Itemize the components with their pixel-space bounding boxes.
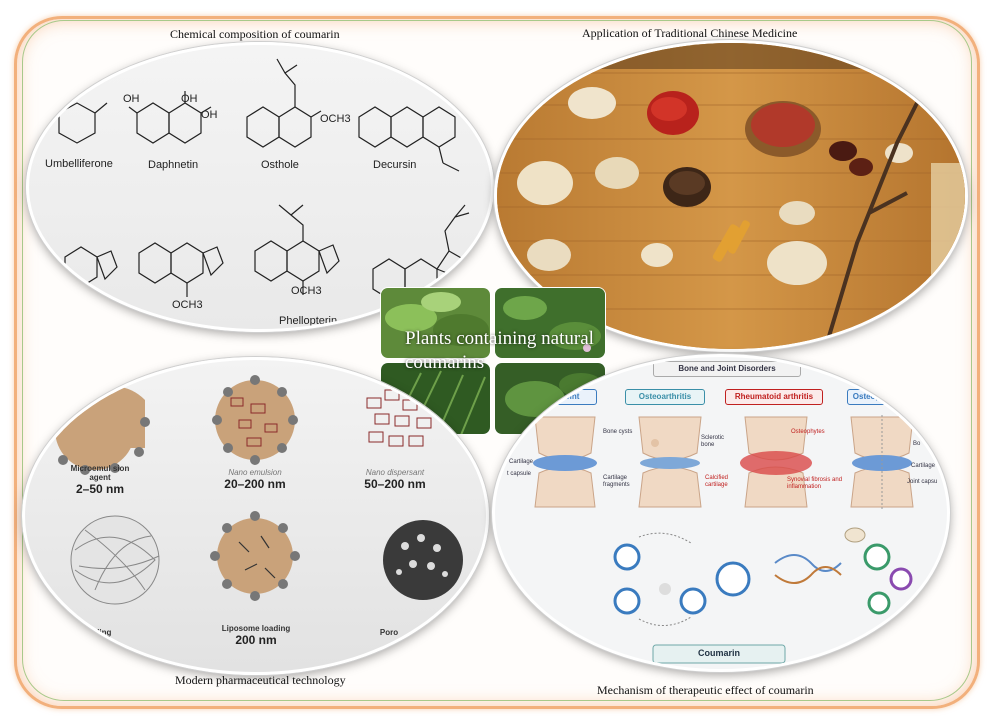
- molecule-bergapten: [138, 242, 224, 297]
- coumarin-footer: Coumarin: [697, 648, 740, 658]
- joint-rheumatoid: [740, 416, 812, 508]
- plants-title: Plants containing natural coumarins: [405, 328, 594, 373]
- annotation-sclerotic-bone: Sclerotic bone: [701, 435, 725, 448]
- bone-header: Bone and Joint Disorders: [653, 361, 801, 377]
- category-joint: joint: [545, 389, 597, 405]
- molecule-columbianadin: [372, 204, 470, 300]
- joint-osteoarthritis: [638, 416, 702, 508]
- label-umbelliferone: Umbelliferone: [45, 158, 113, 170]
- caption-therapeutic-mechanism: Mechanism of therapeutic effect of couma…: [597, 683, 814, 697]
- label-oh-1: OH: [123, 93, 140, 105]
- label-oh-2: OH: [181, 93, 198, 105]
- microemulsion-particle: [55, 385, 150, 475]
- seed-pile: [663, 167, 711, 207]
- annotation-bone-cysts: Bone cysts: [603, 429, 633, 435]
- joint-normal: [533, 416, 597, 508]
- annotation-calcified-cartilage: Calcified cartilage: [705, 475, 729, 488]
- annotation-synovial: Synovial fibrosis and inflammation: [787, 477, 843, 490]
- porous-label: Poro: [369, 628, 409, 637]
- nano-emulsion-size: 20–200 nm: [224, 477, 286, 491]
- joint-illustrations: [533, 415, 914, 664]
- nano-carriers-panel: Microemul sion agent 2–50 nm Nano emulsi…: [22, 357, 489, 675]
- microemulsion-size: 2–50 nm: [75, 482, 125, 496]
- polymer-name: ding: [94, 628, 112, 637]
- nano-emulsion-particle: [212, 375, 298, 465]
- annotation-cartilage: Cartilage: [509, 459, 534, 465]
- herb-slices: [517, 87, 913, 285]
- molecule-drawings: [58, 58, 470, 300]
- branch: [825, 82, 929, 344]
- category-osteoarthritis: Osteoarthritis: [625, 389, 705, 405]
- label-daphnetin: Daphnetin: [148, 159, 199, 171]
- liposome-label: Liposome loading 200 nm: [221, 624, 291, 647]
- inner-frame: [22, 20, 972, 701]
- plant-tile-2: [494, 287, 606, 359]
- caption-tcm-application: Application of Traditional Chinese Medic…: [582, 26, 798, 40]
- category-osteoporosis: Osteopo: [847, 389, 891, 405]
- nano-dispersant-particle: [366, 389, 432, 447]
- molecule-decursin: [358, 106, 460, 172]
- microemulsion-label: Microemul sion agent 2–50 nm: [65, 464, 135, 496]
- nano-emulsion-name: Nano emulsion: [228, 468, 282, 477]
- tcm-herbs-photo: [494, 40, 968, 352]
- molecule-furanocoumarin: [64, 246, 118, 288]
- annotation-osteophytes: Osteophytes: [791, 429, 825, 435]
- nano-dispersant-name: Nano dispersant: [365, 468, 425, 477]
- molecule-daphnetin: [128, 91, 212, 144]
- annotation-cartilage-2: Cartilage: [911, 463, 936, 469]
- liposome-size: 200 nm: [235, 633, 277, 647]
- annotation-cartilage-fragments: Cartilage fragments: [603, 475, 630, 488]
- label-och3-osthole: OCH3: [320, 113, 351, 125]
- goji-berries: [647, 91, 699, 135]
- mechanism-cells: [613, 527, 913, 626]
- joint-osteoporosis: [850, 415, 914, 509]
- label-och3-phellopterin: OCH3: [291, 285, 322, 297]
- herbs-illustration: [497, 43, 965, 349]
- label-bergapten: pten: [173, 321, 195, 332]
- liposome-name: Liposome loading: [221, 624, 291, 633]
- molecule-umbelliferone: [58, 102, 108, 144]
- nano-emulsion-label: Nano emulsion 20–200 nm: [215, 468, 295, 491]
- goji-bowl: [745, 101, 821, 157]
- label-osthole: Osthole: [261, 159, 299, 171]
- licorice-sticks: [712, 220, 750, 262]
- caption-pharma-technology: Modern pharmaceutical technology: [175, 673, 346, 687]
- bone-joint-panel: Bone and Joint Disorders joint Osteoarth…: [492, 354, 950, 672]
- caption-chemical-composition: Chemical composition of coumarin: [170, 27, 340, 41]
- label-phellopterin: Phellopterin: [279, 315, 338, 327]
- liposome-particle: [210, 511, 300, 601]
- annotation-bo: Bo: [913, 441, 921, 447]
- annotation-capsule: t capsule: [507, 471, 532, 477]
- dates: [829, 141, 873, 176]
- category-rheumatoid: Rheumatoid arthritis: [725, 389, 823, 405]
- porous-name: Poro: [379, 628, 399, 637]
- molecule-osthole: [246, 58, 322, 148]
- porous-particle: [383, 520, 463, 600]
- label-decursin: Decursin: [373, 159, 417, 171]
- polymer-particle: [70, 515, 160, 605]
- nano-illustrations: [55, 375, 463, 605]
- label-och3-bergapten: OCH3: [172, 299, 203, 311]
- label-oh-3: OH: [201, 109, 218, 121]
- nano-dispersant-label: Nano dispersant 50–200 nm: [355, 468, 435, 491]
- plant-tile-1: [380, 287, 491, 359]
- chemistry-panel: OH OH OH OCH3 Umbelliferone Daphnetin Os…: [26, 42, 494, 332]
- microemulsion-name: Microemul sion agent: [70, 464, 130, 482]
- molecule-phellopterin: [254, 204, 340, 295]
- annotation-joint-capsule: Joint capsu: [907, 479, 938, 485]
- polymer-label: ding: [73, 628, 133, 637]
- nano-dispersant-size: 50–200 nm: [364, 477, 426, 491]
